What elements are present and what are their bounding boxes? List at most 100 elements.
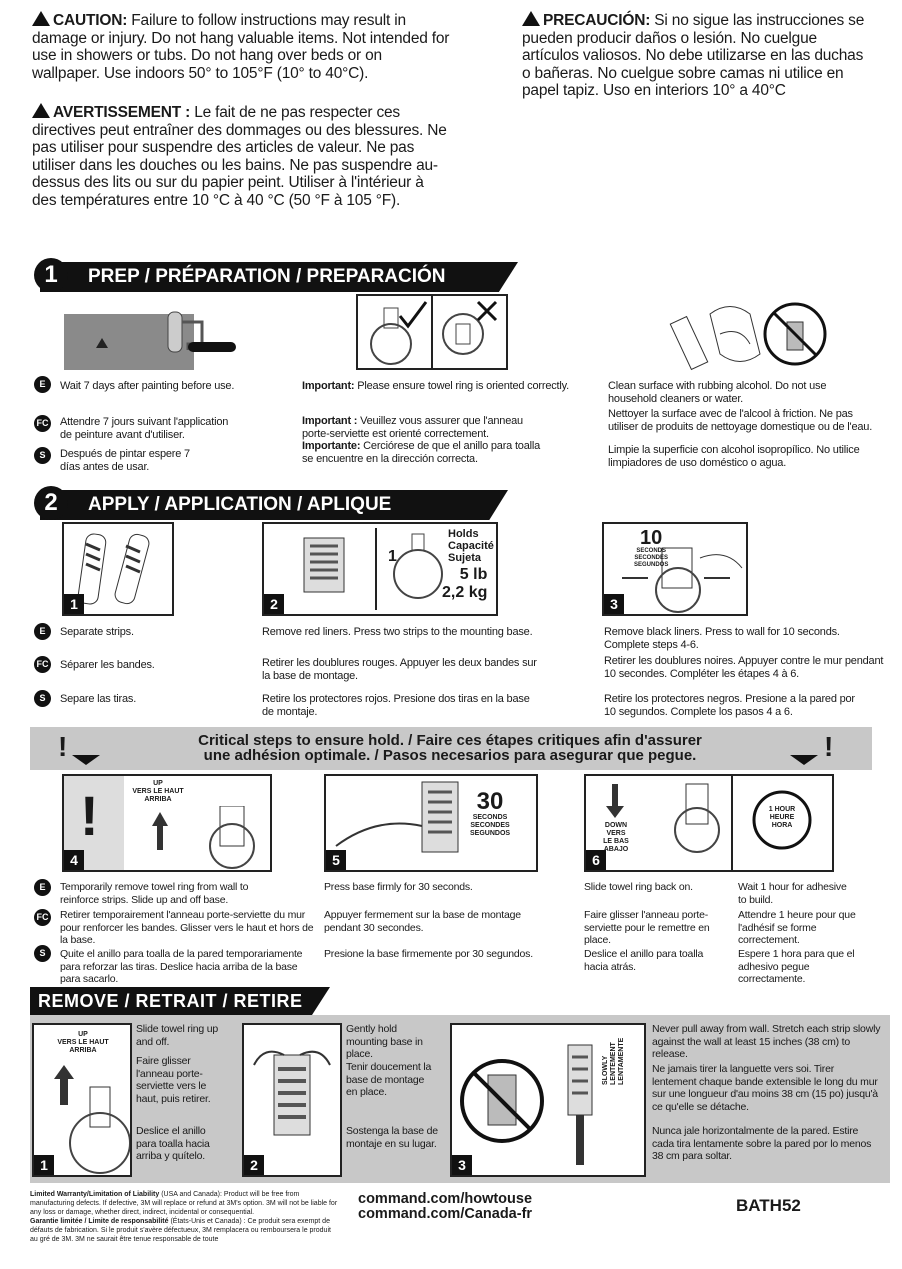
caution-fr: AVERTISSEMENT : Le fait de ne pas respec… <box>32 103 447 209</box>
step5-en: Press base firmly for 30 seconds. <box>324 881 473 893</box>
step2-c2-fr: Retirer les doublures rouges. Appuyer le… <box>262 657 537 682</box>
down-label: DOWN VERS LE BAS ABAJO <box>603 822 629 853</box>
step6b-en: Wait 1 hour for adhesive to build. <box>738 881 847 906</box>
hold-base-icon <box>253 1050 331 1136</box>
step6a-en: Slide towel ring back on. <box>584 881 693 893</box>
ten-seconds: 10 SECONDS SECONDES SEGUNDOS <box>634 527 669 568</box>
step4-fr: Retirer temporairement l'anneau porte-se… <box>60 909 314 946</box>
remove-r3-en: Never pull away from wall. Stretch each … <box>652 1023 881 1060</box>
slide-up-icon <box>152 806 255 869</box>
separate-strips-icon <box>77 533 150 605</box>
remove-badge-3: 3 <box>452 1155 472 1175</box>
warranty-en: Limited Warranty/Limitation of Liability… <box>30 1191 338 1216</box>
step1-banner: PREP / PRÉPARATION / PREPARACIÓN <box>40 262 518 292</box>
step-badge-5: 5 <box>326 850 346 870</box>
step1-c3-en: Clean surface with rubbing alcohol. Do n… <box>608 380 827 405</box>
remove-banner: REMOVE / RETRAIT / RETIRE <box>30 987 330 1015</box>
paint-roller-illustration <box>64 310 244 374</box>
step1-c1-en: Wait 7 days after painting before use. <box>60 380 235 392</box>
step-badge-2: 2 <box>264 594 284 614</box>
remove-badge-1: 1 <box>34 1155 54 1175</box>
remove-step1-box: UP VERS LE HAUT ARRIBA 1 <box>32 1023 132 1177</box>
step6-panel: DOWN VERS LE BAS ABAJO 1 HOUR HEURE HORA… <box>584 774 834 872</box>
step1-c2-es: Importante: Cerciórese de que el anillo … <box>302 440 541 465</box>
arrow-down-left-icon <box>72 755 100 765</box>
step2-c2-en: Remove red liners. Press two strips to t… <box>262 626 533 638</box>
lang-badge-s: S <box>34 945 51 962</box>
remove-r2-es: Sostenga la base de montaje en su lugar. <box>346 1125 438 1150</box>
lang-badge-e: E <box>34 376 51 393</box>
remove-up-label: UP VERS LE HAUT ARRIBA <box>57 1031 109 1054</box>
up-label: UP VERS LE HAUT ARRIBA <box>132 780 184 803</box>
step1-title: PREP / PRÉPARATION / PREPARACIÓN <box>88 266 446 287</box>
step2-c1-en: Separate strips. <box>60 626 134 638</box>
press-base-icon <box>335 781 459 853</box>
step1-c2-fr: Important : Veuillez vous assurer que l'… <box>302 415 523 440</box>
step2-panel-1: 1 <box>62 522 174 616</box>
remove-r1-fr: Faire glisser l'anneau porte-serviette v… <box>136 1055 211 1105</box>
rubbing-alcohol-icon <box>669 302 827 371</box>
warranty-fr: Garantie limitée / Limite de responsabil… <box>30 1218 331 1243</box>
remove-badge-2: 2 <box>244 1155 264 1175</box>
remove-r1-es: Deslice el anillo para toalla hacia arri… <box>136 1125 210 1162</box>
remove-r3-es: Nunca jale horizontalmente de la pared. … <box>652 1125 872 1162</box>
step5-fr: Appuyer fermement sur la base de montage… <box>324 909 521 934</box>
lang-badge-fc: FC <box>34 415 51 432</box>
step1-c3-fr: Nettoyer la surface avec de l'alcool à f… <box>608 408 873 433</box>
step1-number: 1 <box>34 258 68 292</box>
remove-r2-en: Gently hold mounting base in place. <box>346 1023 423 1060</box>
url-howtouse[interactable]: command.com/howtouse <box>358 1191 533 1207</box>
mounting-base-icon <box>303 528 443 610</box>
remove-step2-box: 2 <box>242 1023 342 1177</box>
lang-badge-s: S <box>34 447 51 464</box>
remove-title: REMOVE / RETRAIT / RETIRE <box>38 991 303 1011</box>
url-canada[interactable]: command.com/Canada-fr <box>358 1206 533 1222</box>
step2-c3-en: Remove black liners. Press to wall for 1… <box>604 626 840 651</box>
step1-c2-en: Important: Please ensure towel ring is o… <box>302 380 569 392</box>
step4-es: Quite el anillo para toalla de la pared … <box>60 948 303 985</box>
remove-slide-up-icon <box>54 1065 130 1174</box>
cleaning-illustration <box>660 294 830 376</box>
towel-ring-orientation-illustration <box>356 294 508 370</box>
critical-line1: Critical steps to ensure hold. / Faire c… <box>198 732 702 749</box>
thirty-seconds: 30 SECONDS SECONDES SEGUNDOS <box>470 788 511 838</box>
step2-c1-es: Separe las tiras. <box>60 693 137 705</box>
slide-down-icon <box>606 776 812 870</box>
arrow-down-right-icon <box>790 755 818 765</box>
warning-icon <box>32 11 50 26</box>
caution-en: CAUTION: Failure to follow instructions … <box>32 11 450 82</box>
step6a-es: Deslice el anillo para toalla hacia atrá… <box>584 948 704 973</box>
remove-r1-en: Slide towel ring up and off. <box>136 1023 218 1048</box>
step-badge-3: 3 <box>604 594 624 614</box>
step1-c1-es: Después de pintar espere 7 días antes de… <box>60 448 190 473</box>
step2-banner: APPLY / APPLICATION / APLIQUE <box>40 490 508 520</box>
stretch-strip-icon <box>460 1044 593 1165</box>
step4-panel: ! UP VERS LE HAUT ARRIBA 4 <box>62 774 272 872</box>
warranty-text: Limited Warranty/Limitation of Liability… <box>30 1190 340 1244</box>
step2-title: APPLY / APPLICATION / APLIQUE <box>88 494 392 515</box>
lang-badge-e: E <box>34 879 51 896</box>
exclamation-icon: ! <box>80 784 99 847</box>
one-hour-label: 1 HOUR HEURE HORA <box>768 806 796 829</box>
critical-bar: ! Critical steps to ensure hold. / Faire… <box>30 727 872 770</box>
slowly-label: SLOWLY LENTEMENT LENTAMENTE <box>602 1037 625 1085</box>
press-wall-icon <box>622 547 743 613</box>
step6b-es: Espere 1 hora para que el adhesivo pegue… <box>738 948 855 985</box>
step2-panel-3: 10 SECONDS SECONDES SEGUNDOS 3 <box>602 522 748 616</box>
step-badge-4: 4 <box>64 850 84 870</box>
step1-c3-es: Limpie la superficie con alcohol isoprop… <box>608 444 860 469</box>
step2-c2-es: Retire los protectores rojos. Presione d… <box>262 693 530 718</box>
step5-panel: 30 SECONDS SECONDES SEGUNDOS 5 <box>324 774 538 872</box>
lang-badge-e: E <box>34 623 51 640</box>
ring-orientation-icon <box>356 294 508 370</box>
exclamation-left-icon: ! <box>58 731 68 762</box>
step5-es: Presione la base firmemente por 30 segun… <box>324 948 533 960</box>
step6a-fr: Faire glisser l'anneau porte-serviette p… <box>584 909 710 946</box>
remove-r3-fr: Ne jamais tirer la languette vers soi. T… <box>652 1063 878 1113</box>
warning-icon <box>32 103 50 118</box>
warning-icon <box>522 11 540 26</box>
critical-line2: une adhésion optimale. / Pasos necesario… <box>203 747 697 764</box>
step-badge-6: 6 <box>586 850 606 870</box>
